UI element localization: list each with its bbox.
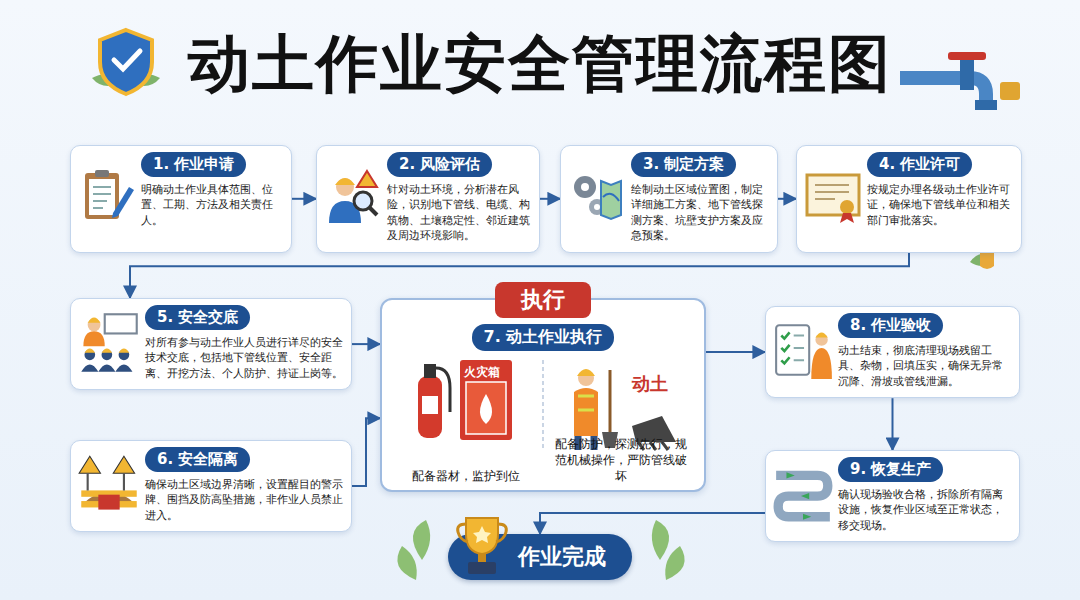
step-description: 动土结束，彻底清理现场残留工具、杂物，回填压实，确保无异常沉降、滑坡或管线泄漏。: [838, 343, 1011, 389]
flow-arrow: [892, 398, 894, 450]
badge-icon: [970, 252, 994, 269]
process-box: 1. 作业申请明确动土作业具体范围、位置、工期、方法及相关责任人。: [70, 145, 292, 253]
illustration-label: 火灾箱: [464, 364, 500, 381]
valve-icon: [900, 52, 1020, 110]
card-illustration: [77, 310, 141, 378]
flow-arrow: [540, 513, 765, 534]
process-box: 2. 风险评估针对动土环境，分析潜在风险，识别地下管线、电缆、构筑物、土壤稳定性…: [316, 145, 540, 253]
result-text: 作业完成: [518, 544, 606, 569]
flow-arrow: [778, 198, 796, 200]
step-description: 对所有参与动土作业人员进行详尽的安全技术交底，包括地下管线位置、安全距离、开挖方…: [145, 335, 343, 381]
step-heading: 4. 作业许可: [867, 152, 972, 177]
process-box: 5. 安全交底对所有参与动土作业人员进行详尽的安全技术交底，包括地下管线位置、安…: [70, 298, 352, 390]
illustration-label: 动土: [632, 372, 668, 396]
step-heading: 6. 安全隔离: [145, 447, 250, 472]
flow-arrow: [292, 198, 316, 200]
card-illustration: [77, 167, 137, 231]
step-heading: 2. 风险评估: [387, 152, 492, 177]
step-description: 绘制动土区域位置图，制定详细施工方案、地下管线探测方案、坑壁支护方案及应急预案。: [631, 182, 769, 244]
card-illustration: [77, 452, 141, 520]
flow-arrow: [540, 198, 560, 200]
card-illustration: [803, 167, 863, 231]
panel-caption: 配备器材，监护到位: [388, 468, 543, 484]
card-illustration: [772, 319, 834, 385]
step-heading: 1. 作业申请: [141, 152, 246, 177]
shield-icon: [92, 30, 160, 94]
step-heading: 5. 安全交底: [145, 305, 250, 330]
process-box: 4. 作业许可按规定办理各级动土作业许可证，确保地下管线单位和相关部门审批落实。: [796, 145, 1022, 253]
process-box: 6. 安全隔离确保动土区域边界清晰，设置醒目的警示牌、围挡及防高坠措施，非作业人…: [70, 440, 352, 532]
phase-tab: 执行: [495, 282, 591, 318]
flow-arrow: [352, 418, 380, 486]
process-box: 8. 作业验收动土结束，彻底清理现场残留工具、杂物，回填压实，确保无异常沉降、滑…: [765, 306, 1020, 398]
step-description: 针对动土环境，分析潜在风险，识别地下管线、电缆、构筑物、土壤稳定性、邻近建筑及周…: [387, 182, 531, 244]
card-illustration: [323, 167, 383, 231]
card-illustration: [567, 167, 627, 231]
step-heading: 8. 作业验收: [838, 313, 943, 338]
execution-panel: 执行7. 动土作业执行配备器材，监护到位配备防护，探测先行，规范机械操作，严防管…: [380, 298, 706, 492]
process-box: 3. 制定方案绘制动土区域位置图，制定详细施工方案、地下管线探测方案、坑壁支护方…: [560, 145, 778, 253]
card-illustration: [772, 463, 834, 529]
flow-arrow: [706, 351, 765, 353]
step-heading: 3. 制定方案: [631, 152, 736, 177]
step-heading: 7. 动土作业执行: [472, 324, 615, 351]
diagram-title: 动土作业安全管理流程图: [0, 22, 1080, 106]
panel-caption: 配备防护，探测先行，规范机械操作，严防管线破坏: [543, 436, 698, 484]
result-banner: 作业完成: [448, 534, 632, 580]
step-description: 明确动土作业具体范围、位置、工期、方法及相关责任人。: [141, 182, 283, 228]
step-heading: 9. 恢复生产: [838, 457, 943, 482]
step-description: 确保动土区域边界清晰，设置醒目的警示牌、围挡及防高坠措施，非作业人员禁止进入。: [145, 477, 343, 523]
trophy-icon: [452, 512, 512, 583]
step-description: 按规定办理各级动土作业许可证，确保地下管线单位和相关部门审批落实。: [867, 182, 1013, 228]
flow-arrow: [352, 343, 380, 345]
process-box: 9. 恢复生产确认现场验收合格，拆除所有隔离设施，恢复作业区域至正常状态，移交现…: [765, 450, 1020, 542]
step-description: 确认现场验收合格，拆除所有隔离设施，恢复作业区域至正常状态，移交现场。: [838, 487, 1011, 533]
